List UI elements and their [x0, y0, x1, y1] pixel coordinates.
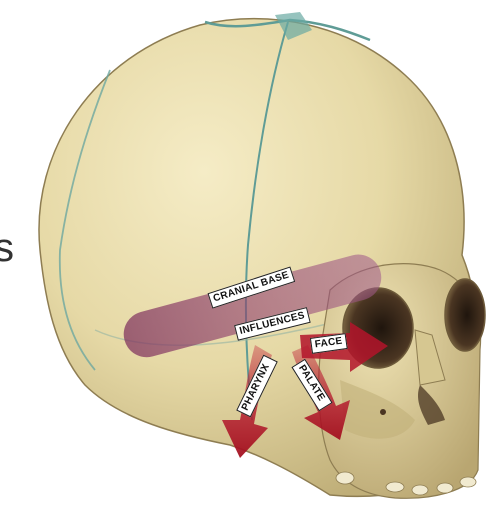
left-orbit — [445, 279, 485, 351]
slide-text-fragment: s — [0, 228, 14, 268]
mental-foramen — [380, 409, 386, 415]
